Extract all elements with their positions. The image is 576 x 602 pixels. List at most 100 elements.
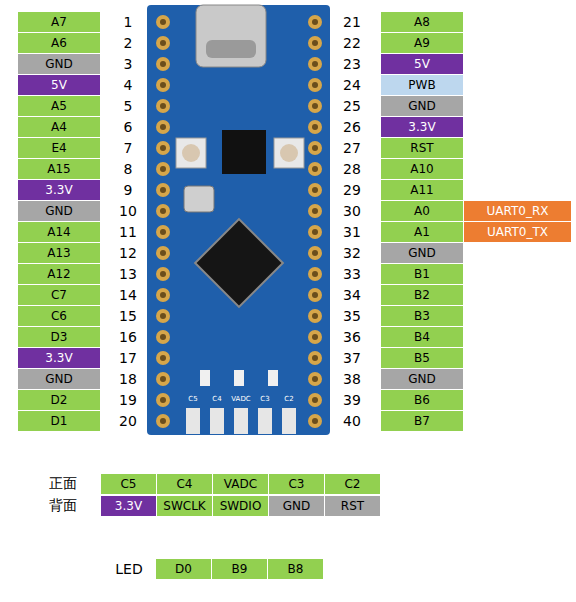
pin-label: PWB xyxy=(381,75,463,95)
table-cell: C2 xyxy=(325,474,380,494)
pin-number: 35 xyxy=(337,306,367,326)
pin-label: A10 xyxy=(381,159,463,179)
pin-number: 30 xyxy=(337,201,367,221)
table-cell: SWDIO xyxy=(213,496,268,516)
pin-number: 40 xyxy=(337,411,367,431)
pin-number: 37 xyxy=(337,348,367,368)
silkscreen-text: C4 xyxy=(203,393,231,405)
led-cell: D0 xyxy=(156,559,211,579)
pin-label: D1 xyxy=(18,411,100,431)
pin-label: A9 xyxy=(381,33,463,53)
pin-label: B7 xyxy=(381,411,463,431)
table-cell: GND xyxy=(269,496,324,516)
pin-label: A1 xyxy=(381,222,463,242)
pin-number: 2 xyxy=(113,33,143,53)
pin-number: 38 xyxy=(337,369,367,389)
pin-label: C6 xyxy=(18,306,100,326)
pin-number: 24 xyxy=(337,75,367,95)
pin-number: 4 xyxy=(113,75,143,95)
reset-button xyxy=(176,138,206,168)
pin-number: 14 xyxy=(113,285,143,305)
led xyxy=(268,370,278,386)
pin-number: 5 xyxy=(113,96,143,116)
pin-label: A14 xyxy=(18,222,100,242)
pin-number: 25 xyxy=(337,96,367,116)
pin-label: GND xyxy=(381,243,463,263)
button-cap xyxy=(280,144,298,162)
row-heading: 正面 xyxy=(35,474,90,494)
pin-number: 39 xyxy=(337,390,367,410)
pin-label: C7 xyxy=(18,285,100,305)
pin-label: A13 xyxy=(18,243,100,263)
pin-label: GND xyxy=(381,369,463,389)
pin-number: 18 xyxy=(113,369,143,389)
pin-label: B3 xyxy=(381,306,463,326)
table-cell: VADC xyxy=(213,474,268,494)
table-cell: C3 xyxy=(269,474,324,494)
pin-number: 29 xyxy=(337,180,367,200)
pin-number: 28 xyxy=(337,159,367,179)
row-heading: LED xyxy=(108,559,150,579)
pin-label: RST xyxy=(381,138,463,158)
regulator-chip xyxy=(222,130,266,174)
edge-pads xyxy=(186,408,296,434)
pin-label: 5V xyxy=(381,54,463,74)
pin-number: 7 xyxy=(113,138,143,158)
pin-number: 26 xyxy=(337,117,367,137)
pin-label: D2 xyxy=(18,390,100,410)
pin-number: 20 xyxy=(113,411,143,431)
pin-label: A15 xyxy=(18,159,100,179)
pin-label: GND xyxy=(18,201,100,221)
pin-number: 3 xyxy=(113,54,143,74)
silkscreen-text: C2 xyxy=(275,393,303,405)
pin-number: 10 xyxy=(113,201,143,221)
pin-label: GND xyxy=(18,54,100,74)
led-cell: B8 xyxy=(268,559,323,579)
pin-number: 27 xyxy=(337,138,367,158)
table-cell: C4 xyxy=(157,474,212,494)
pin-label: A7 xyxy=(18,12,100,32)
table-cell: RST xyxy=(325,496,380,516)
usb-c-connector xyxy=(196,5,266,67)
pin-number: 11 xyxy=(113,222,143,242)
pin-number: 15 xyxy=(113,306,143,326)
pin-label: D3 xyxy=(18,327,100,347)
pin-label: A4 xyxy=(18,117,100,137)
pin-label: 3.3V xyxy=(18,180,100,200)
table-cell: SWCLK xyxy=(157,496,212,516)
pin-number: 21 xyxy=(337,12,367,32)
signal-name: UART0_TX xyxy=(464,222,571,242)
pin-label: E4 xyxy=(18,138,100,158)
button-cap xyxy=(182,144,200,162)
pin-label: 5V xyxy=(18,75,100,95)
silkscreen-text: C5 xyxy=(179,393,207,405)
board-pcb xyxy=(147,5,330,435)
silkscreen-text: C3 xyxy=(251,393,279,405)
pin-label: 3.3V xyxy=(18,348,100,368)
pin-label: 3.3V xyxy=(381,117,463,137)
pin-number: 17 xyxy=(113,348,143,368)
led xyxy=(234,370,244,386)
pin-label: B6 xyxy=(381,390,463,410)
usb-c-opening xyxy=(206,40,256,58)
pin-number: 23 xyxy=(337,54,367,74)
pin-label: GND xyxy=(381,96,463,116)
pin-number: 8 xyxy=(113,159,143,179)
pin-label: A12 xyxy=(18,264,100,284)
led xyxy=(200,370,210,386)
pin-number: 13 xyxy=(113,264,143,284)
pin-number: 34 xyxy=(337,285,367,305)
pin-label: B4 xyxy=(381,327,463,347)
crystal xyxy=(184,186,214,212)
pin-number: 16 xyxy=(113,327,143,347)
pin-label: A8 xyxy=(381,12,463,32)
boot-button xyxy=(274,138,304,168)
pin-label: A5 xyxy=(18,96,100,116)
pin-number: 36 xyxy=(337,327,367,347)
table-cell: C5 xyxy=(101,474,156,494)
pin-number: 22 xyxy=(337,33,367,53)
pin-number: 6 xyxy=(113,117,143,137)
pin-number: 19 xyxy=(113,390,143,410)
pin-number: 32 xyxy=(337,243,367,263)
